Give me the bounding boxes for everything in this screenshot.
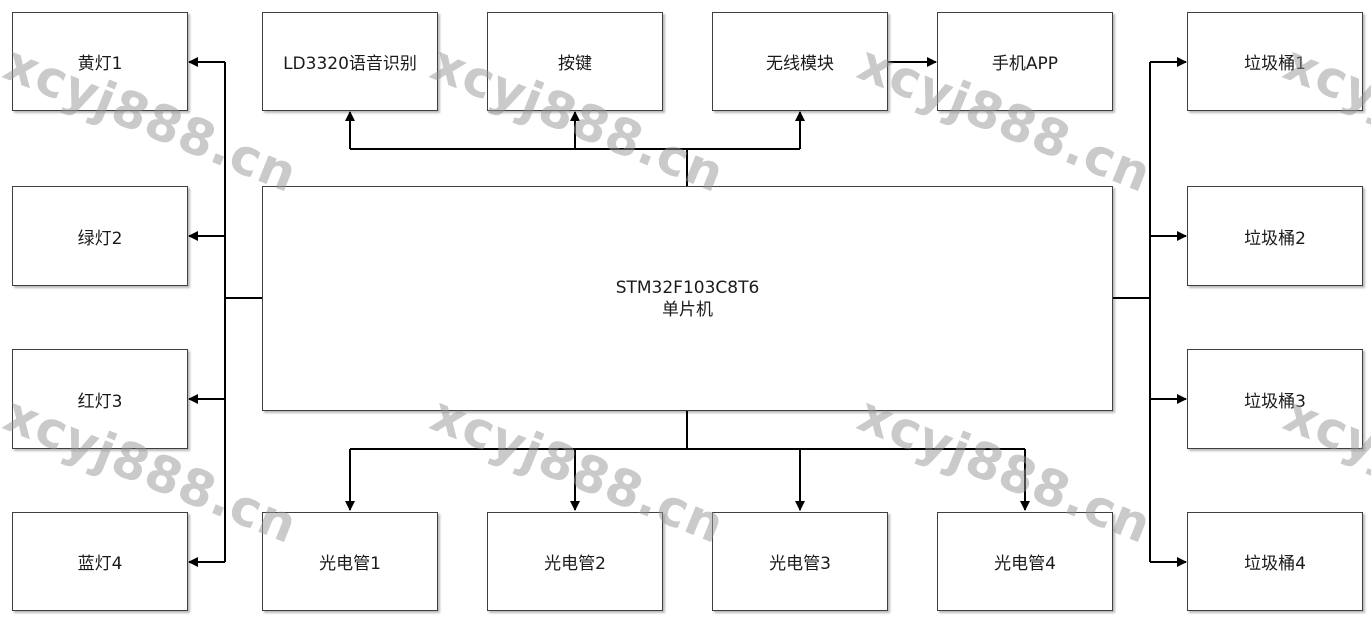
bin-label: 垃圾桶3 [1244, 391, 1306, 412]
bin-box-2: 垃圾桶2 [1187, 186, 1363, 286]
light-box-1: 黄灯1 [12, 12, 188, 111]
bin-label: 垃圾桶2 [1244, 228, 1306, 249]
sensor-label: 光电管2 [544, 554, 606, 574]
bin-box-3: 垃圾桶3 [1187, 349, 1363, 449]
keys-label: 按键 [558, 54, 592, 74]
sensor-label: 光电管3 [769, 554, 831, 574]
mcu-model: STM32F103C8T6 [615, 277, 760, 298]
voice-module-label: LD3320语音识别 [283, 54, 417, 74]
wireless-module-label: 无线模块 [766, 54, 834, 74]
light-label: 黄灯1 [77, 54, 123, 74]
bin-label: 垃圾桶4 [1244, 554, 1306, 574]
light-label: 红灯3 [77, 391, 123, 412]
light-label: 蓝灯4 [77, 554, 123, 574]
mcu-type: 单片机 [662, 299, 713, 320]
keys-box: 按键 [487, 12, 663, 111]
sensor-box-2: 光电管2 [487, 512, 663, 611]
sensor-box-1: 光电管1 [262, 512, 438, 611]
sensor-label: 光电管4 [994, 554, 1056, 574]
light-label: 绿灯2 [77, 228, 123, 249]
mcu-box: STM32F103C8T6 单片机 [262, 186, 1113, 411]
light-box-3: 红灯3 [12, 349, 188, 449]
phone-app-box: 手机APP [937, 12, 1113, 111]
phone-app-label: 手机APP [991, 54, 1059, 74]
bin-box-1: 垃圾桶1 [1187, 12, 1363, 111]
bin-label: 垃圾桶1 [1244, 54, 1306, 74]
light-box-2: 绿灯2 [12, 186, 188, 286]
wireless-module-box: 无线模块 [712, 12, 888, 111]
sensor-box-3: 光电管3 [712, 512, 888, 611]
voice-module-box: LD3320语音识别 [262, 12, 438, 111]
sensor-box-4: 光电管4 [937, 512, 1113, 611]
bin-box-4: 垃圾桶4 [1187, 512, 1363, 611]
light-box-4: 蓝灯4 [12, 512, 188, 611]
sensor-label: 光电管1 [319, 554, 381, 574]
